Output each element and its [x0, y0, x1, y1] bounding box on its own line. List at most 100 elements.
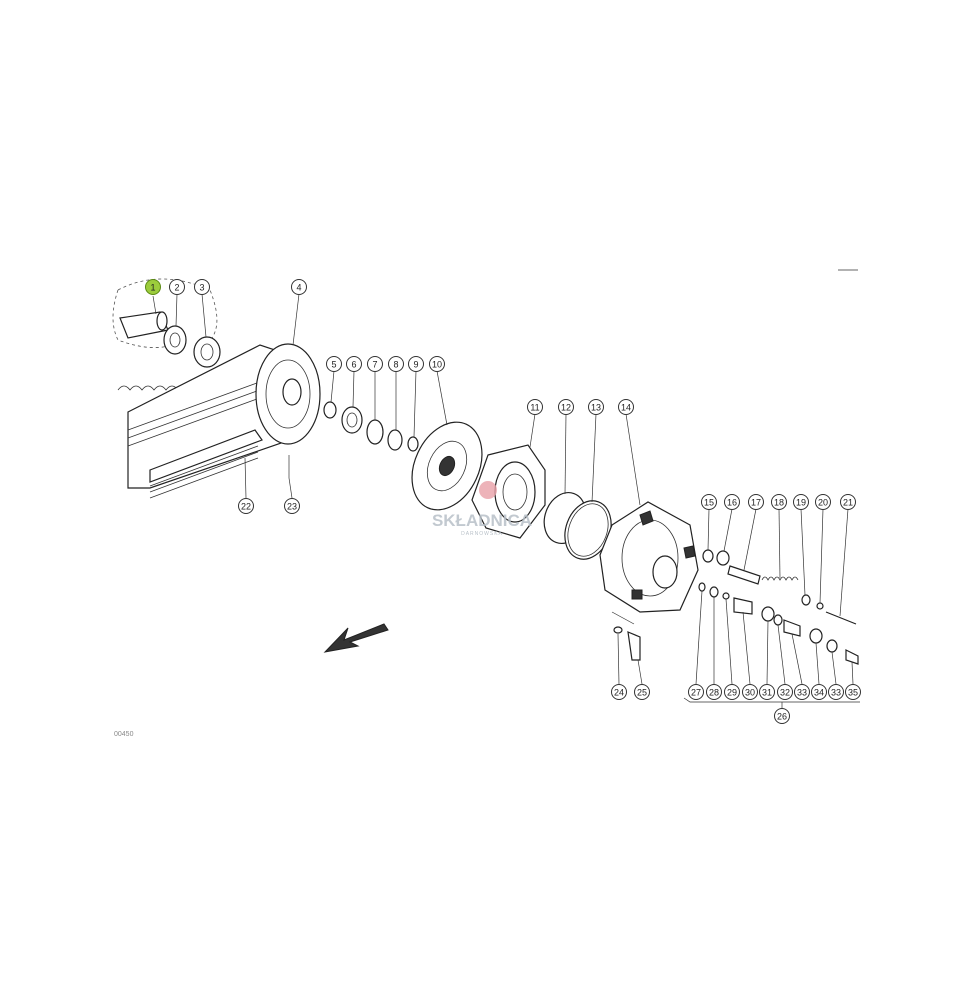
- callout-label: 20: [818, 498, 828, 508]
- callout-9: 9: [408, 356, 424, 372]
- callout-circle: [706, 684, 722, 700]
- callout-circle: [815, 494, 831, 510]
- callout-label: 25: [637, 688, 647, 698]
- callout-circle: [326, 356, 342, 372]
- corner-code: 00450: [114, 731, 134, 738]
- watermark-logo: SKŁADNICA DARNOWSKA: [432, 481, 532, 537]
- callout-circle: [169, 279, 185, 295]
- callout-label: 5: [331, 360, 336, 370]
- callout-label: 24: [614, 688, 624, 698]
- callout-circle: [701, 494, 717, 510]
- callout-24: 24: [611, 684, 627, 700]
- callout-30: 30: [742, 684, 758, 700]
- housing-part: [599, 501, 699, 661]
- callout-circle: [774, 708, 790, 724]
- callout-label: 13: [591, 403, 601, 413]
- callout-33-b: 33: [828, 684, 844, 700]
- callout-2: 2: [169, 279, 185, 295]
- callout-circle: [408, 356, 424, 372]
- callout-label: 23: [287, 502, 297, 512]
- callout-circle: [845, 684, 861, 700]
- callout-circle: [840, 494, 856, 510]
- callout-circle: [238, 498, 254, 514]
- callout-31: 31: [759, 684, 775, 700]
- callout-33: 33: [794, 684, 810, 700]
- callout-circle: [793, 494, 809, 510]
- watermark-sub: DARNOWSKA: [461, 531, 503, 537]
- callout-circle: [194, 279, 210, 295]
- callout-circle: [618, 399, 634, 415]
- callout-circle: [611, 684, 627, 700]
- callout-17: 17: [748, 494, 764, 510]
- callout-circle: [742, 684, 758, 700]
- rings-group: [323, 401, 419, 452]
- callout-circle: [724, 684, 740, 700]
- callout-14: 14: [618, 399, 634, 415]
- shaft-group: [112, 278, 221, 391]
- callout-circle: [759, 684, 775, 700]
- callout-circle: [794, 684, 810, 700]
- callout-label: 30: [745, 688, 755, 698]
- callout-circle: [724, 494, 740, 510]
- callout-circle: [811, 684, 827, 700]
- callout-label: 11: [530, 403, 539, 413]
- callout-6: 6: [346, 356, 362, 372]
- callout-label: 21: [843, 498, 853, 508]
- callout-25: 25: [634, 684, 650, 700]
- callout-35: 35: [845, 684, 861, 700]
- callout-circle: [367, 356, 383, 372]
- callout-label: 28: [709, 688, 719, 698]
- callout-7: 7: [367, 356, 383, 372]
- callout-1: 1: [145, 279, 161, 295]
- callout-circle: [284, 498, 300, 514]
- callout-circle: [527, 399, 543, 415]
- pulley-group: [127, 343, 321, 499]
- callout-label: 10: [432, 360, 442, 370]
- callout-label: 33: [797, 688, 807, 698]
- callout-circle: [771, 494, 787, 510]
- callout-label: 32: [780, 688, 790, 698]
- callout-circle: [291, 279, 307, 295]
- callout-12: 12: [558, 399, 574, 415]
- callout-8: 8: [388, 356, 404, 372]
- callout-15: 15: [701, 494, 717, 510]
- leader-lines: [152, 293, 854, 685]
- callout-32: 32: [777, 684, 793, 700]
- callout-label: 8: [393, 360, 398, 370]
- callout-label: 15: [704, 498, 714, 508]
- callout-label: 17: [751, 498, 761, 508]
- callout-label: 3: [199, 283, 204, 293]
- callout-label: 2: [174, 283, 179, 293]
- callout-29: 29: [724, 684, 740, 700]
- callout-label: 29: [727, 688, 737, 698]
- callout-label: 35: [848, 688, 858, 698]
- callout-11: 11: [527, 399, 543, 415]
- valve-parts: [683, 549, 860, 708]
- callout-label: 14: [621, 403, 631, 413]
- callout-label: 27: [691, 688, 701, 698]
- callout-5: 5: [326, 356, 342, 372]
- callout-label: 9: [413, 360, 418, 370]
- callout-circle: [828, 684, 844, 700]
- callout-18: 18: [771, 494, 787, 510]
- callout-4: 4: [291, 279, 307, 295]
- callout-label: 26: [777, 712, 787, 722]
- callout-label: 1: [150, 283, 155, 293]
- watermark-name: SKŁADNICA: [432, 511, 532, 530]
- callout-circle: [346, 356, 362, 372]
- direction-arrow: [323, 623, 389, 653]
- callout-16: 16: [724, 494, 740, 510]
- callout-label: 33: [831, 688, 841, 698]
- callout-label: 4: [296, 283, 301, 293]
- callout-label: 19: [796, 498, 806, 508]
- callout-circle: [388, 356, 404, 372]
- callout-21: 21: [840, 494, 856, 510]
- callout-3: 3: [194, 279, 210, 295]
- callout-label: 18: [774, 498, 784, 508]
- callout-20: 20: [815, 494, 831, 510]
- callout-23: 23: [284, 498, 300, 514]
- callout-circle: [777, 684, 793, 700]
- callout-label: 6: [351, 360, 356, 370]
- callout-13: 13: [588, 399, 604, 415]
- callout-circle: [634, 684, 650, 700]
